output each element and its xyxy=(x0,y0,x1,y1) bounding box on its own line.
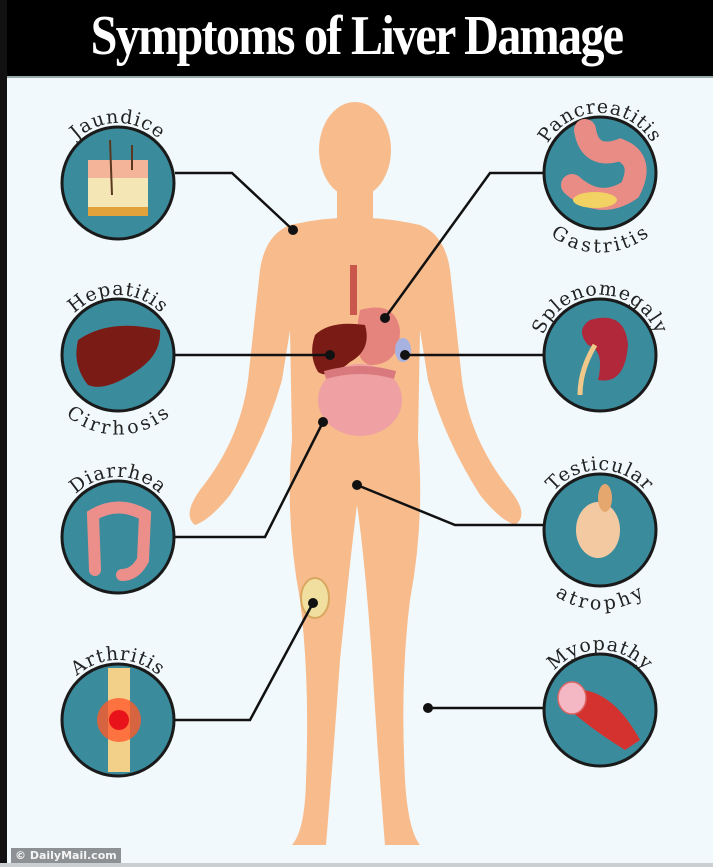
symptom-splenomegaly: Splenomegaly xyxy=(528,277,671,413)
muscle-icon xyxy=(557,681,640,750)
colon-icon xyxy=(86,501,152,581)
credit: © DailyMail.com xyxy=(11,848,121,863)
human-body xyxy=(189,102,522,845)
internal-organs xyxy=(300,265,411,619)
page-title: Symptoms of Liver Damage xyxy=(90,5,624,67)
symptom-jaundice: Jaundice xyxy=(60,106,176,241)
symptom-myopathy: Myopathy xyxy=(542,633,658,768)
connector-dots xyxy=(288,225,433,713)
bottom-border xyxy=(0,863,713,867)
spleen-icon xyxy=(577,317,628,396)
symptom-arthritis: Arthritis xyxy=(60,643,176,778)
connector-lines xyxy=(175,171,545,722)
symptom-testicular-atrophy: Testicular atrophy xyxy=(542,453,658,615)
left-border xyxy=(0,0,7,867)
liver-icon xyxy=(76,325,161,387)
stomach-icon xyxy=(561,119,647,210)
testicle-icon xyxy=(576,484,620,558)
inflamed-knee-icon xyxy=(97,668,141,772)
symptom-hepatitis: Hepatitis Cirrhosis xyxy=(60,278,176,440)
symptom-pancreatitis: Pancreatitis Gastritis xyxy=(533,96,665,258)
skin-layer-icon xyxy=(88,139,148,216)
symptom-diarrhea: Diarrhea xyxy=(60,460,176,595)
header: Symptoms of Liver Damage xyxy=(0,0,713,78)
